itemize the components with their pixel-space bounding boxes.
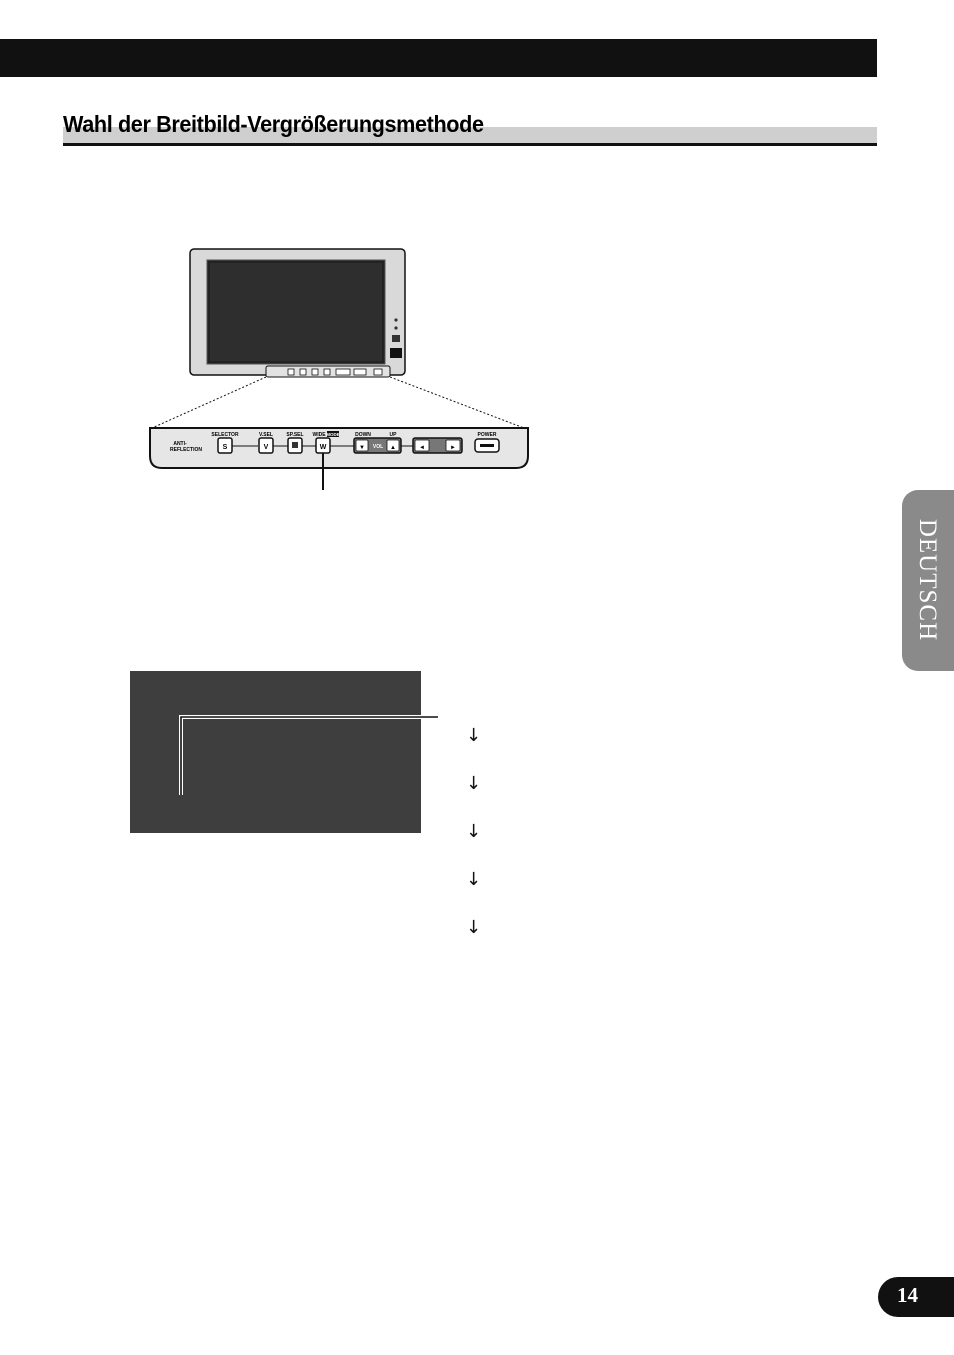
vol-up-button[interactable] (386, 439, 400, 452)
spsel-icon (292, 442, 298, 448)
label-down: DOWN (355, 432, 371, 438)
label-selector: SELECTOR (211, 432, 239, 438)
wide-button-glyph: W (320, 444, 327, 451)
screen-callout (179, 715, 438, 795)
label-anti: ANTI- (173, 441, 187, 447)
label-mode: MODE (326, 432, 340, 437)
label-reflection: REFLECTION (170, 447, 202, 453)
label-spsel: SP.SEL (286, 432, 303, 438)
heading-band (63, 127, 877, 143)
label-power: POWER (478, 432, 497, 438)
zoom-line-right (389, 376, 525, 429)
label-up: UP (390, 432, 398, 438)
sequence-arrow: ↓ (466, 773, 482, 794)
section-heading: Wahl der Breitbild-Vergrößerungsmethode (63, 111, 484, 137)
label-vol: VOL (373, 444, 383, 450)
vol-down-button[interactable] (355, 439, 369, 452)
right-arrow-icon: ► (450, 445, 456, 451)
language-tab (902, 490, 954, 671)
monitor (189, 248, 406, 378)
label-wide: WIDE (312, 432, 326, 438)
selector-button-glyph: S (223, 444, 228, 451)
sequence-arrow: ↓ (466, 917, 482, 938)
monitor-illustration: ANTI- REFLECTION SELECTOR S V.SEL V SP.S… (149, 248, 529, 490)
sequence-arrow: ↓ (466, 821, 482, 842)
left-arrow-icon: ◄ (419, 445, 425, 451)
track-left-button[interactable] (414, 439, 430, 452)
heading-rule (63, 143, 877, 146)
page-number-tab (878, 1277, 954, 1317)
vsel-button-glyph: V (264, 444, 269, 451)
power-icon (480, 444, 494, 447)
sequence-arrow: ↓ (466, 725, 482, 746)
language-tab-label: DEUTSCH (914, 518, 941, 642)
track-right-button[interactable] (445, 439, 461, 452)
page-number: 14 (897, 1283, 918, 1307)
zoom-line-left (151, 376, 267, 429)
down-arrow-icon: ▼ (359, 445, 365, 451)
label-vsel: V.SEL (259, 432, 273, 438)
sequence-arrow: ↓ (466, 869, 482, 890)
up-arrow-icon: ▲ (390, 445, 396, 451)
control-panel: ANTI- REFLECTION SELECTOR S V.SEL V SP.S… (149, 427, 529, 490)
top-black-bar (0, 39, 877, 77)
wide-mode-screen (130, 671, 421, 833)
